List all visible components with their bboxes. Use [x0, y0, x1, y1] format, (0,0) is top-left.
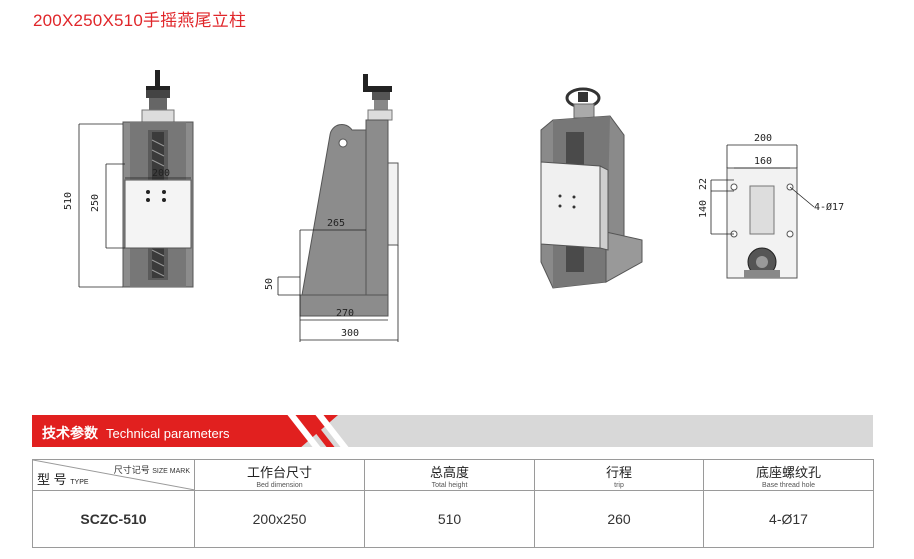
type-label: 型 号 TYPE	[37, 472, 89, 487]
cell-model: SCZC-510	[32, 490, 195, 548]
size-mark-label: 尺寸记号 SIZE MARK	[113, 465, 190, 475]
dim-hole-offset: 22	[698, 178, 709, 190]
parameters-label-cn: 技术参数	[42, 425, 98, 441]
side-view	[277, 74, 399, 342]
page-title: 200X250X510手摇燕尾立柱	[33, 11, 247, 30]
dim-hole-span: 160	[754, 156, 772, 167]
cell-trip: 260	[534, 490, 704, 548]
table-row: SCZC-510 200x250 510 260 4-Ø17	[32, 490, 874, 548]
dim-width: 200	[754, 133, 772, 144]
technical-drawings: 510 250 200 265 50 270 300	[63, 70, 844, 342]
dim-base-height: 50	[264, 278, 275, 290]
corner-header: 尺寸记号 SIZE MARK 型 号 TYPE	[32, 459, 195, 491]
technical-parameters-bar: 技术参数 Technical parameters	[32, 415, 873, 447]
dim-total-height: 510	[63, 192, 74, 210]
cell-base-hole: 4-Ø17	[703, 490, 874, 548]
cell-bed-dimension: 200x250	[194, 490, 365, 548]
front-view	[78, 70, 194, 288]
parameters-label: 技术参数 Technical parameters	[42, 423, 230, 443]
parameters-header: 技术参数 Technical parameters	[32, 415, 338, 447]
cell-total-height: 510	[364, 490, 535, 548]
dim-table-height: 250	[90, 194, 101, 212]
dim-base-outer: 300	[341, 328, 359, 339]
perspective-view	[540, 87, 643, 289]
dim-hole-depth: 140	[698, 200, 709, 218]
dim-base-inner: 270	[336, 308, 354, 319]
hole-spec: 4-Ø17	[814, 201, 844, 213]
diagonal-line	[33, 460, 195, 490]
dim-slant: 265	[327, 218, 345, 229]
top-view	[710, 144, 815, 279]
parameters-label-en: Technical parameters	[106, 426, 230, 441]
dim-table-width: 200	[152, 168, 170, 179]
